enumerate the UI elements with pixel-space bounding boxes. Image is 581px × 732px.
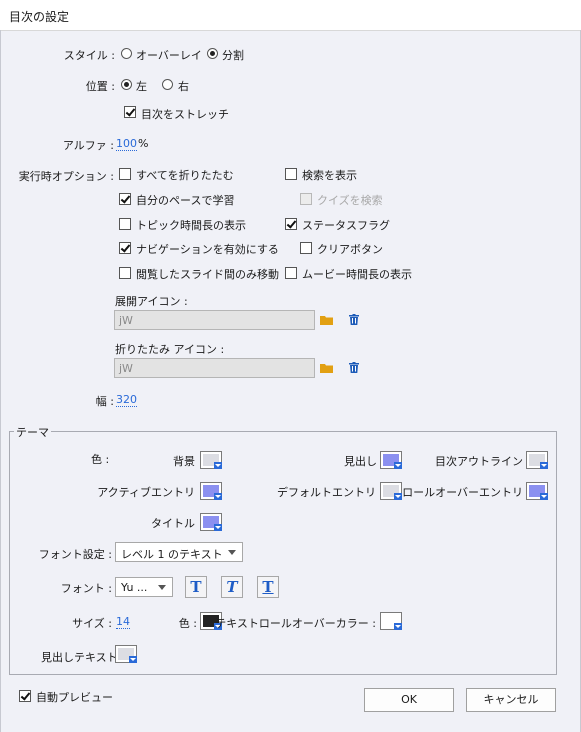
- self-paced-checkbox[interactable]: [119, 193, 131, 205]
- position-right-label[interactable]: 右: [178, 80, 189, 93]
- rollover-entry-label: ロールオーバーエントリ: [402, 486, 523, 499]
- status-flag-checkbox[interactable]: [285, 218, 297, 230]
- font-dropdown[interactable]: Yu ...: [115, 577, 173, 597]
- font-settings-label: フォント設定 :: [38, 548, 112, 561]
- style-split-label[interactable]: 分割: [222, 49, 244, 62]
- font-settings-dropdown[interactable]: レベル 1 のテキスト: [115, 542, 243, 562]
- show-search-checkbox[interactable]: [285, 168, 297, 180]
- background-label: 背景: [173, 455, 195, 468]
- title-color-swatch[interactable]: [200, 513, 222, 531]
- bold-button[interactable]: T: [185, 576, 207, 598]
- enable-navigation-checkbox[interactable]: [119, 242, 131, 254]
- position-left-label[interactable]: 左: [136, 80, 147, 93]
- heading-text-color-swatch[interactable]: [115, 645, 137, 663]
- text-rollover-color-swatch[interactable]: [380, 612, 402, 630]
- expand-icon-field[interactable]: jW: [114, 310, 315, 330]
- font-settings-value: レベル 1 のテキスト: [121, 548, 223, 561]
- heading-label: 見出し: [344, 455, 377, 468]
- text-color-label: 色 :: [178, 617, 197, 630]
- default-entry-color-swatch[interactable]: [380, 482, 402, 500]
- clear-button-label[interactable]: クリアボタン: [317, 243, 383, 256]
- collapse-icon-field[interactable]: jW: [114, 358, 315, 378]
- topic-duration-checkbox[interactable]: [119, 218, 131, 230]
- style-overlay-radio[interactable]: [121, 48, 132, 59]
- frame-left: [0, 30, 1, 732]
- italic-button[interactable]: T: [221, 576, 243, 598]
- collapse-all-checkbox[interactable]: [119, 168, 131, 180]
- search-quiz-label: クイズを検索: [317, 194, 383, 207]
- runtime-options-label: 実行時オプション :: [18, 170, 114, 183]
- active-entry-label: アクティブエントリ: [97, 486, 195, 499]
- movie-duration-label[interactable]: ムービー時間長の表示: [302, 268, 412, 281]
- window-title: 目次の設定: [9, 10, 70, 24]
- collapse-all-label[interactable]: すべてを折りたたむ: [136, 169, 234, 182]
- rollover-entry-color-swatch[interactable]: [526, 482, 548, 500]
- font-label: フォント :: [60, 582, 112, 595]
- size-label: サイズ :: [72, 617, 112, 630]
- style-split-radio[interactable]: [207, 48, 218, 59]
- width-label: 幅 :: [95, 395, 114, 408]
- stretch-label[interactable]: 目次をストレッチ: [141, 108, 229, 121]
- default-entry-label: デフォルトエントリ: [277, 486, 376, 499]
- trash-icon[interactable]: [349, 362, 359, 373]
- clear-button-checkbox[interactable]: [300, 242, 312, 254]
- color-label: 色 :: [91, 453, 110, 466]
- text-color-swatch[interactable]: [200, 612, 222, 630]
- position-left-radio[interactable]: [121, 79, 132, 90]
- style-label: スタイル :: [63, 49, 115, 62]
- background-color-swatch[interactable]: [200, 451, 222, 469]
- alpha-label: アルファ :: [62, 139, 114, 152]
- toc-outline-label: 目次アウトライン: [435, 455, 523, 468]
- text-rollover-label: テキストロールオーバーカラー :: [215, 617, 376, 630]
- alpha-unit: %: [138, 137, 149, 150]
- visited-slides-only-checkbox[interactable]: [119, 267, 131, 279]
- expand-icon-label: 展開アイコン :: [115, 295, 188, 308]
- underline-button[interactable]: T: [257, 576, 279, 598]
- title-label: タイトル: [151, 517, 195, 530]
- status-flag-label[interactable]: ステータスフラグ: [302, 219, 390, 232]
- width-value[interactable]: 320: [116, 393, 137, 407]
- folder-icon[interactable]: [320, 315, 333, 325]
- topic-duration-label[interactable]: トピック時間長の表示: [136, 219, 246, 232]
- visited-slides-only-label[interactable]: 閲覧したスライド間のみ移動: [136, 268, 279, 281]
- style-overlay-label[interactable]: オーバーレイ: [136, 49, 202, 62]
- show-search-label[interactable]: 検索を表示: [302, 169, 357, 182]
- search-quiz-checkbox: [300, 193, 312, 205]
- trash-icon[interactable]: [349, 314, 359, 325]
- enable-navigation-label[interactable]: ナビゲーションを有効にする: [136, 243, 279, 256]
- position-right-radio[interactable]: [162, 79, 173, 90]
- chevron-down-icon: [158, 585, 166, 590]
- chevron-down-icon: [228, 550, 236, 555]
- theme-group: [9, 431, 557, 675]
- movie-duration-checkbox[interactable]: [285, 267, 297, 279]
- toc-outline-color-swatch[interactable]: [526, 451, 548, 469]
- self-paced-label[interactable]: 自分のペースで学習: [136, 194, 235, 207]
- collapse-icon-label: 折りたたみ アイコン :: [115, 343, 225, 356]
- theme-legend: テーマ: [14, 424, 51, 440]
- position-label: 位置 :: [85, 80, 115, 93]
- font-value: Yu ...: [121, 581, 148, 594]
- ok-button[interactable]: OK: [364, 688, 454, 712]
- folder-icon[interactable]: [320, 363, 333, 373]
- title-bar: 目次の設定: [0, 0, 581, 31]
- auto-preview-label[interactable]: 自動プレビュー: [36, 691, 113, 704]
- auto-preview-checkbox[interactable]: [19, 690, 31, 702]
- active-entry-color-swatch[interactable]: [200, 482, 222, 500]
- size-value[interactable]: 14: [116, 615, 130, 629]
- heading-color-swatch[interactable]: [380, 451, 402, 469]
- cancel-button[interactable]: キャンセル: [466, 688, 556, 712]
- heading-text-label: 見出しテキスト: [41, 651, 118, 664]
- stretch-checkbox[interactable]: [124, 106, 136, 118]
- alpha-value[interactable]: 100: [116, 137, 137, 151]
